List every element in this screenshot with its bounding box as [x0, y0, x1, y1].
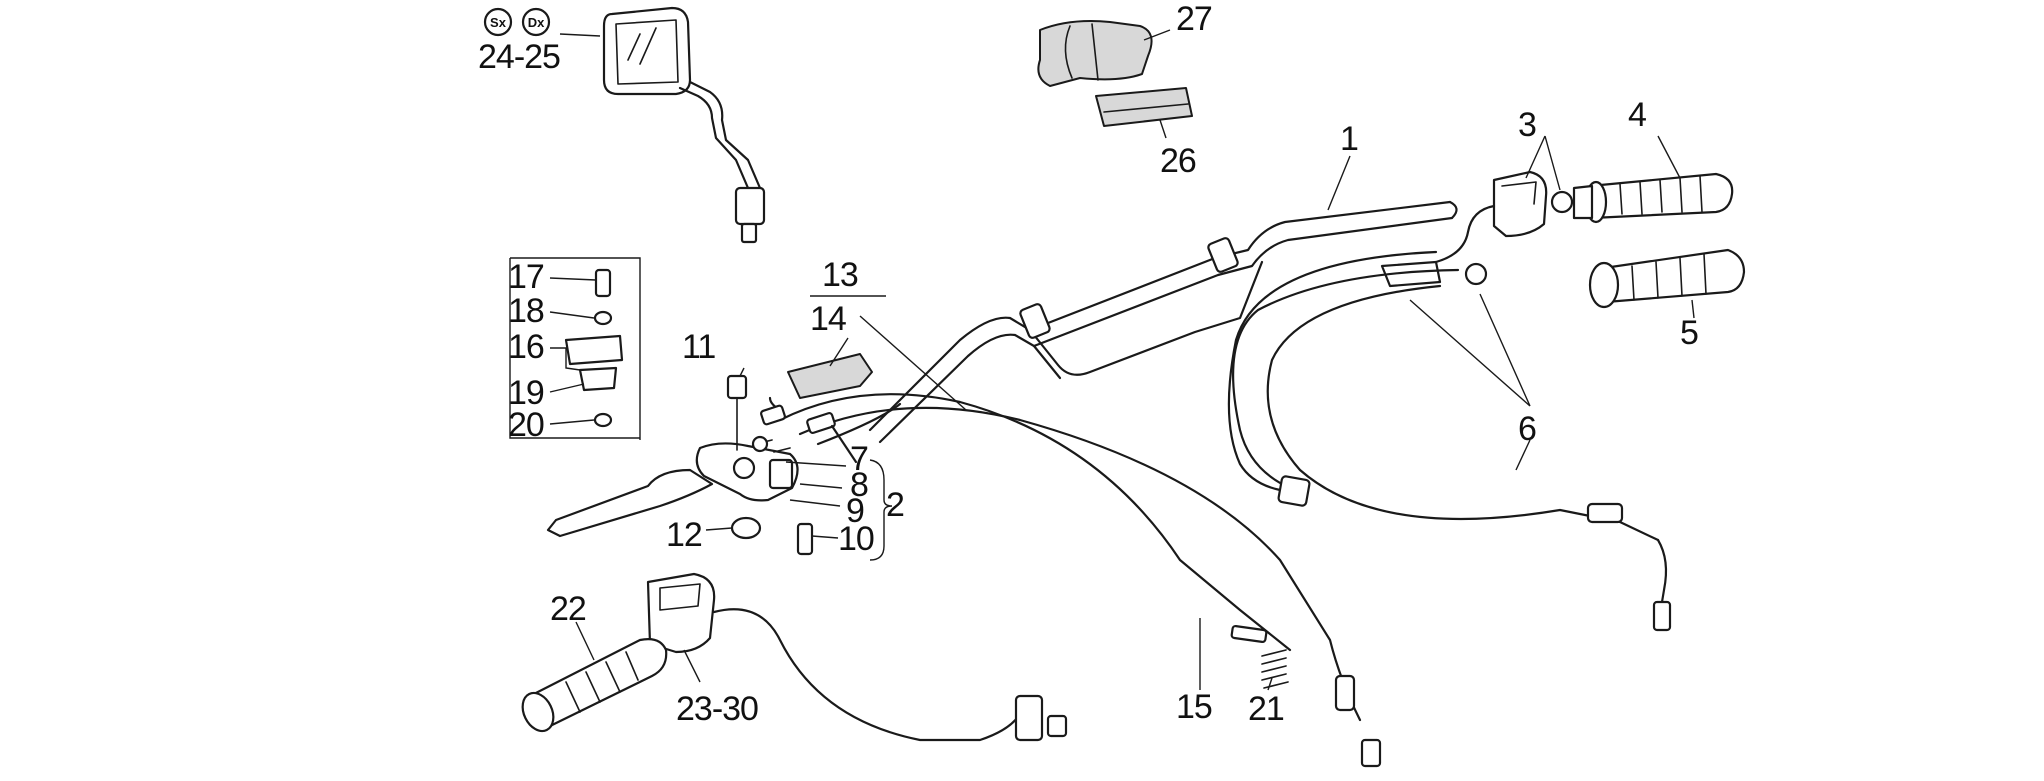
callout-7: 7: [850, 440, 868, 478]
reservoir-detail-box: [509, 257, 641, 440]
handlebar-clamp-left: [1019, 303, 1051, 339]
callout-3: 3: [1518, 106, 1536, 144]
callout-13: 13: [822, 256, 858, 294]
callout-21: 21: [1248, 690, 1284, 728]
mirror-stem-base: [734, 186, 766, 226]
tool-kit-bag: [1037, 20, 1153, 87]
callout-5: 5: [1680, 314, 1698, 352]
callout-17: 17: [508, 258, 544, 296]
cable-14-bracket: [787, 353, 873, 399]
cable-adjuster: [1586, 502, 1624, 524]
callout-11: 11: [682, 328, 715, 366]
clutch-cable: [760, 393, 1382, 768]
dust-cap-12: [730, 516, 762, 540]
callout-1: 1: [1340, 120, 1358, 158]
cable-end-fitting: [1334, 674, 1356, 712]
right-side-badge-label: Dx: [528, 15, 545, 30]
throttle-cables: [1232, 260, 1672, 632]
leader-lines: [549, 29, 1695, 691]
callout-26: 26: [1160, 142, 1196, 180]
callout-labels: 1 2 3 4 5 6 7 8 9 10 11 12 13 14 15 16 1…: [478, 0, 1699, 728]
right-switch-housing: [1434, 170, 1574, 264]
callout-6: 6: [1518, 410, 1536, 448]
callout-20: 20: [508, 406, 544, 444]
switch-connector: [1014, 694, 1044, 742]
callout-24-25: 24-25: [478, 38, 560, 76]
callout-12: 12: [666, 516, 702, 554]
callout-19: 19: [508, 374, 544, 412]
pivot-bolt-10: [796, 522, 814, 556]
left-side-badge-label: Sx: [490, 15, 507, 30]
banjo-bolt-11: [726, 374, 748, 400]
callout-10: 10: [838, 520, 874, 558]
right-side-badge: [521, 7, 551, 37]
left-grip: [1588, 248, 1746, 309]
throttle-grip: [1572, 172, 1734, 224]
callout-15: 15: [1176, 688, 1212, 726]
callout-2: 2: [886, 486, 904, 524]
callout-27: 27: [1176, 0, 1212, 38]
left-switch-housing: [646, 572, 1068, 742]
callout-14: 14: [810, 300, 846, 338]
callout-8: 8: [850, 466, 868, 504]
callout-23-30: 23-30: [676, 690, 758, 728]
left-handlebar-grip: [521, 638, 668, 733]
callout-9: 9: [846, 492, 864, 530]
side-badges: Sx Dx: [483, 7, 551, 37]
handlebar-clamp-right: [1207, 237, 1239, 273]
mirror: [602, 6, 766, 244]
callout-4: 4: [1628, 96, 1646, 134]
decal-strip: [1095, 87, 1193, 127]
spring-21: [1261, 649, 1289, 689]
callout-16: 16: [508, 328, 544, 366]
callout-18: 18: [508, 292, 544, 330]
brake-lever-assembly: [546, 374, 814, 556]
choke-cable: [1227, 250, 1438, 507]
left-side-badge: [483, 7, 513, 37]
callout-22: 22: [550, 590, 586, 628]
handlebar: [868, 200, 1458, 444]
